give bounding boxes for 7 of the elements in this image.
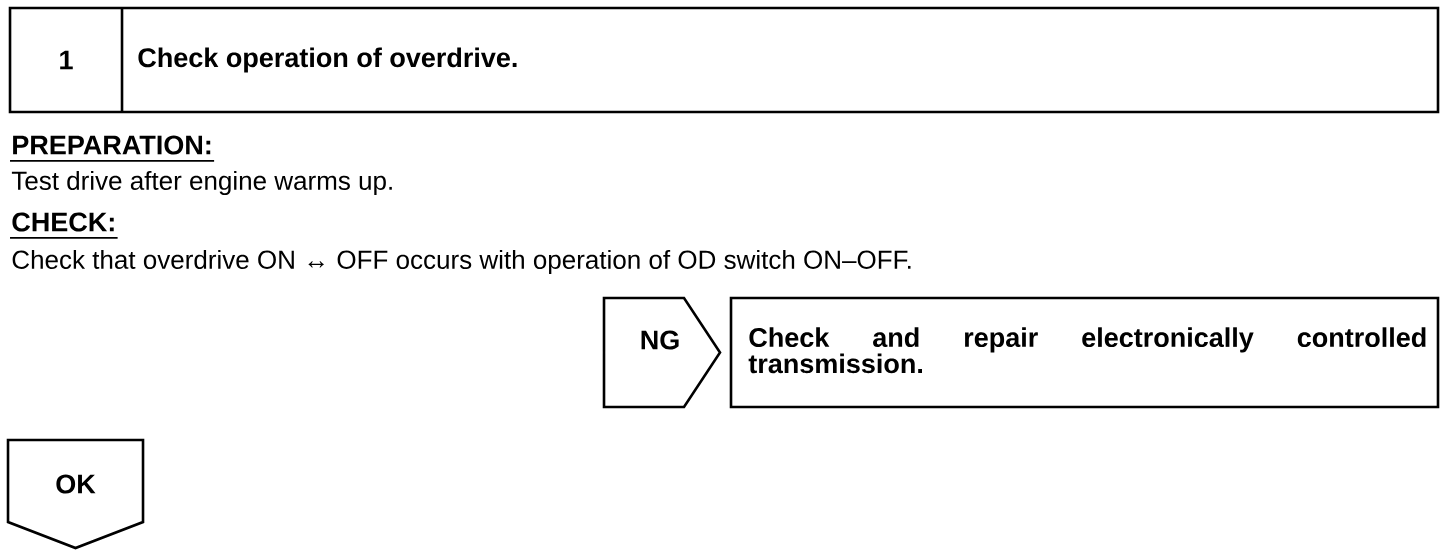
section-heading: CHECK: [12, 212, 114, 232]
instruction-text: Test drive after engine warms up. [11, 170, 392, 196]
instruction-text: Check that overdrive ON ↔ OFF occurs with operation of OD switch ON–OFF. [12, 249, 911, 275]
ok-arrow-box: OK [6, 438, 145, 550]
action-box: Check and repair electronically controlled transmission. [729, 296, 1440, 409]
ng-arrow-box: NG [602, 296, 722, 409]
step-header-box: 1 Check operation of overdrive. [8, 6, 1440, 114]
